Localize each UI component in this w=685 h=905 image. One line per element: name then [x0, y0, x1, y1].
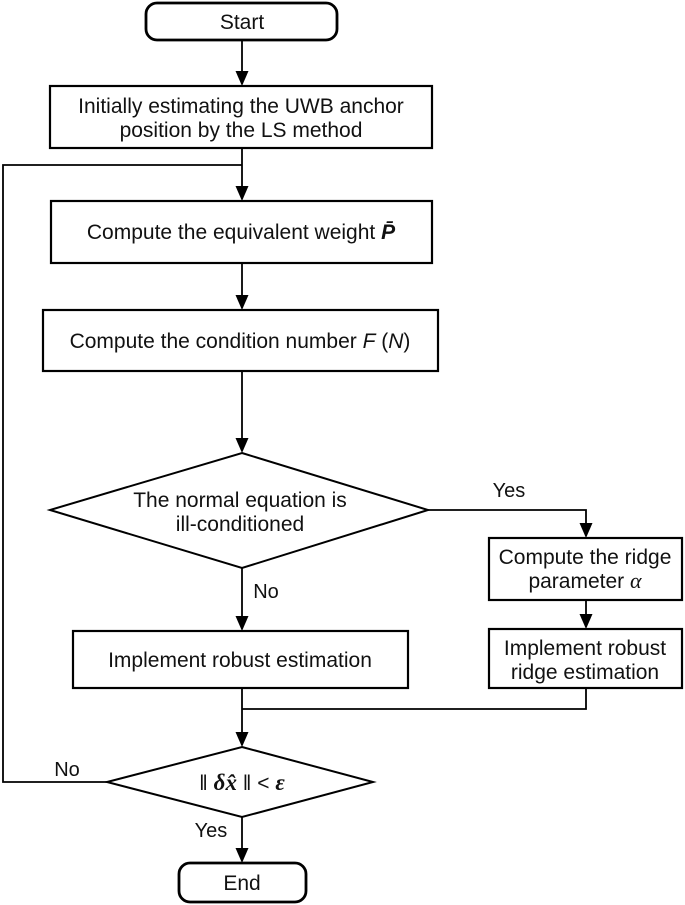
arrowheads [235, 71, 593, 863]
ridge-parameter-label-line1: Compute the ridge [499, 546, 672, 569]
decision2-yes-label: Yes [195, 820, 228, 842]
ridge-parameter-text: parameter [528, 570, 630, 593]
decision1-no-label: No [253, 581, 279, 603]
convergence-formula: ‖ δx̂ ‖ < ε [199, 770, 285, 795]
arrowhead-into-decision2 [235, 732, 249, 747]
edges [2, 40, 587, 861]
arrowhead-into-ridgeest [579, 614, 593, 629]
equivalent-weight-label: Compute the equivalent weight P̄ [87, 221, 396, 244]
arrowhead-into-ridgeparam [579, 523, 593, 538]
condition-number-node [41, 308, 440, 373]
arrowhead-into-weight [235, 186, 249, 201]
ridge-parameter-label-line2: parameter α [528, 568, 642, 593]
p-bar-symbol: P̄ [381, 221, 396, 244]
arrowhead-into-decision1 [235, 438, 249, 453]
open-paren: ( [375, 330, 388, 353]
delta-x-hat-symbol: δx̂ [214, 770, 237, 795]
var-n-symbol: N [388, 330, 404, 353]
arrowhead-into-init [235, 71, 249, 86]
condition-number-label: Compute the condition number F (N) [70, 330, 411, 353]
ridge-parameter-node [487, 536, 684, 602]
edge-decision1-yes [428, 509, 587, 536]
robust-estimation-label: Implement robust estimation [108, 649, 372, 672]
start-label: Start [220, 11, 265, 34]
var-f-symbol: F [363, 330, 377, 353]
condition-number-text: Compute the condition number [70, 330, 363, 353]
init-ls-label-line1: Initially estimating the UWB anchor [78, 95, 404, 118]
start-node [144, 1, 339, 42]
init-ls-node [48, 84, 434, 150]
decision1-yes-label: Yes [493, 480, 526, 502]
epsilon-symbol: ε [275, 770, 285, 795]
alpha-symbol: α [630, 568, 642, 593]
end-label: End [223, 872, 260, 895]
ill-conditioned-label-line2: ill-conditioned [176, 513, 304, 536]
ill-conditioned-decision-node [46, 451, 432, 570]
init-ls-label-line2: position by the LS method [120, 119, 363, 142]
norm-open-symbol: ‖ [199, 772, 214, 795]
convergence-decision-node [103, 745, 377, 819]
ill-conditioned-label-line1: The normal equation is [133, 489, 347, 512]
ridge-estimation-label-line2: ridge estimation [511, 661, 659, 684]
equivalent-weight-text: Compute the equivalent weight [87, 221, 381, 244]
ridge-estimation-label-line1: Implement robust [504, 637, 666, 660]
edge-feedback-loop [2, 164, 242, 783]
less-than-symbol: < [257, 772, 275, 795]
close-paren: ) [403, 330, 410, 353]
robust-estimation-node [71, 629, 410, 690]
end-node [177, 861, 308, 904]
arrowhead-into-end [235, 848, 249, 863]
arrowhead-into-robust [235, 616, 249, 631]
decision2-no-label: No [54, 759, 80, 781]
equivalent-weight-node [49, 199, 434, 265]
arrowhead-into-condition [235, 295, 249, 310]
norm-close-symbol: ‖ [237, 772, 257, 795]
edge-ridgeest-merge [242, 688, 587, 710]
ridge-estimation-node [487, 627, 684, 690]
